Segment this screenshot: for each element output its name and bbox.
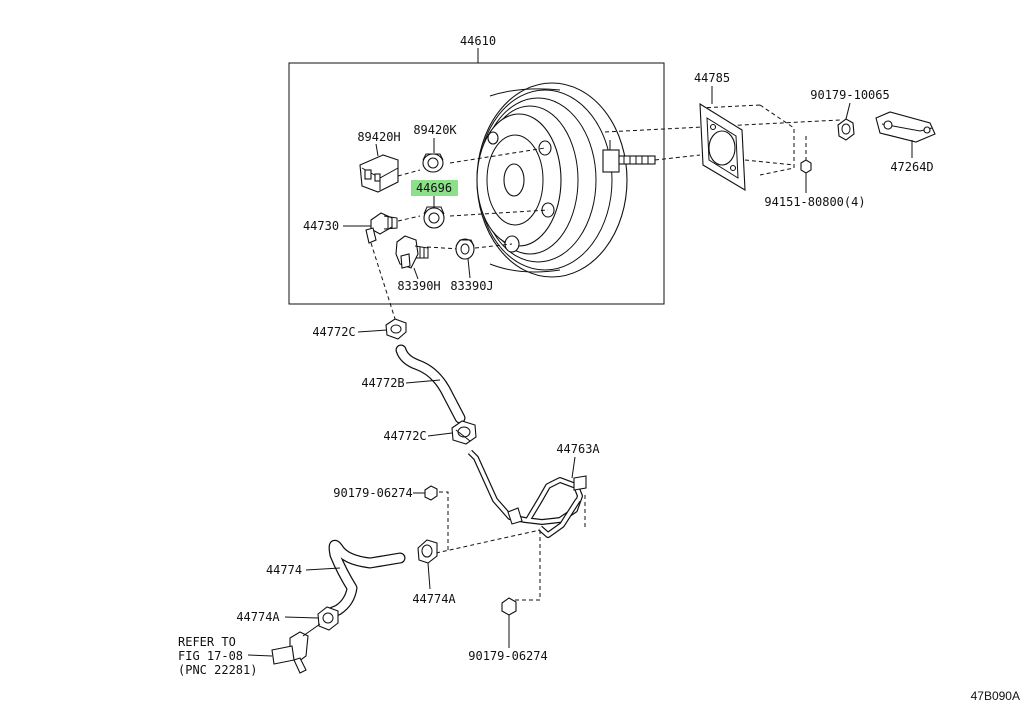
nut-90179-10065 [837,118,855,141]
dashed-union-to-clamp [370,242,397,323]
label-44772C-top: 44772C [312,325,355,339]
label-44610: 44610 [460,34,496,48]
label-89420K: 89420K [413,123,457,137]
grommet-89420K [422,153,444,173]
bolt-90179-06274-bottom [501,597,517,616]
check-valve-89420H [359,154,399,193]
refer-line-3: (PNC 22281) [178,663,257,677]
clamp-44772C-bottom [451,420,477,445]
hose-44772B [395,344,466,424]
leader-44763A [571,456,576,479]
leader-90179-10065 [845,102,851,120]
diagram-code: 47B090A [971,689,1020,703]
label-44730: 44730 [303,219,339,233]
label-94151-80800: 94151-80800(4) [764,195,865,209]
refer-line-1: REFER TO [178,635,236,649]
clevis-47264D [875,111,936,143]
hose-44774 [322,539,406,620]
leader-83390H [413,267,419,280]
leader-44774A-left [284,616,319,619]
leader-44772B [405,379,441,384]
union-44730 [365,212,398,244]
label-89420H: 89420H [357,130,400,144]
clamp-44774A-left [317,606,339,631]
label-90179-10065: 90179-10065 [810,88,889,102]
dashed-lines-box [397,147,549,250]
gasket-plate [699,102,746,191]
highlight-44696 [411,180,458,196]
label-44774A-left: 44774A [236,610,280,624]
dashed-lines-lower [432,491,586,601]
label-44785: 44785 [694,71,730,85]
leader-44772C-bottom [427,432,453,437]
label-47264D: 47264D [890,160,933,174]
label-44696: 44696 [416,181,452,195]
label-44772B: 44772B [361,376,404,390]
clamp-44774A-right [417,539,438,564]
leader-83390J [467,258,471,279]
plug-83390J [455,238,475,260]
clamp-44772C-top [385,318,407,340]
leader-44774A-right [427,562,431,590]
label-90179-06274-top: 90179-06274 [333,486,412,500]
leader-refer [247,654,273,657]
grommet-44696 [423,206,445,229]
connector-fitting [271,623,321,674]
dashed-lines-right [604,104,841,176]
bolt-90179-06274-top [424,485,438,501]
refer-line-2: FIG 17-08 [178,649,243,663]
label-44772C-bottom: 44772C [383,429,426,443]
label-44774: 44774 [266,563,302,577]
label-44774A-right: 44774A [412,592,456,606]
nut-94151 [800,159,812,174]
label-83390H: 83390H [397,279,440,293]
label-90179-06274-bottom: 90179-06274 [468,649,547,663]
label-44763A: 44763A [556,442,600,456]
brake-booster [476,82,656,278]
assembly-box [288,62,665,305]
leader-44774 [305,567,341,571]
pipe-44763A [467,449,587,538]
label-83390J: 83390J [450,279,493,293]
leader-89420H [375,143,379,157]
leader-44772C-top [357,329,388,333]
fitting-83390H [395,235,429,269]
